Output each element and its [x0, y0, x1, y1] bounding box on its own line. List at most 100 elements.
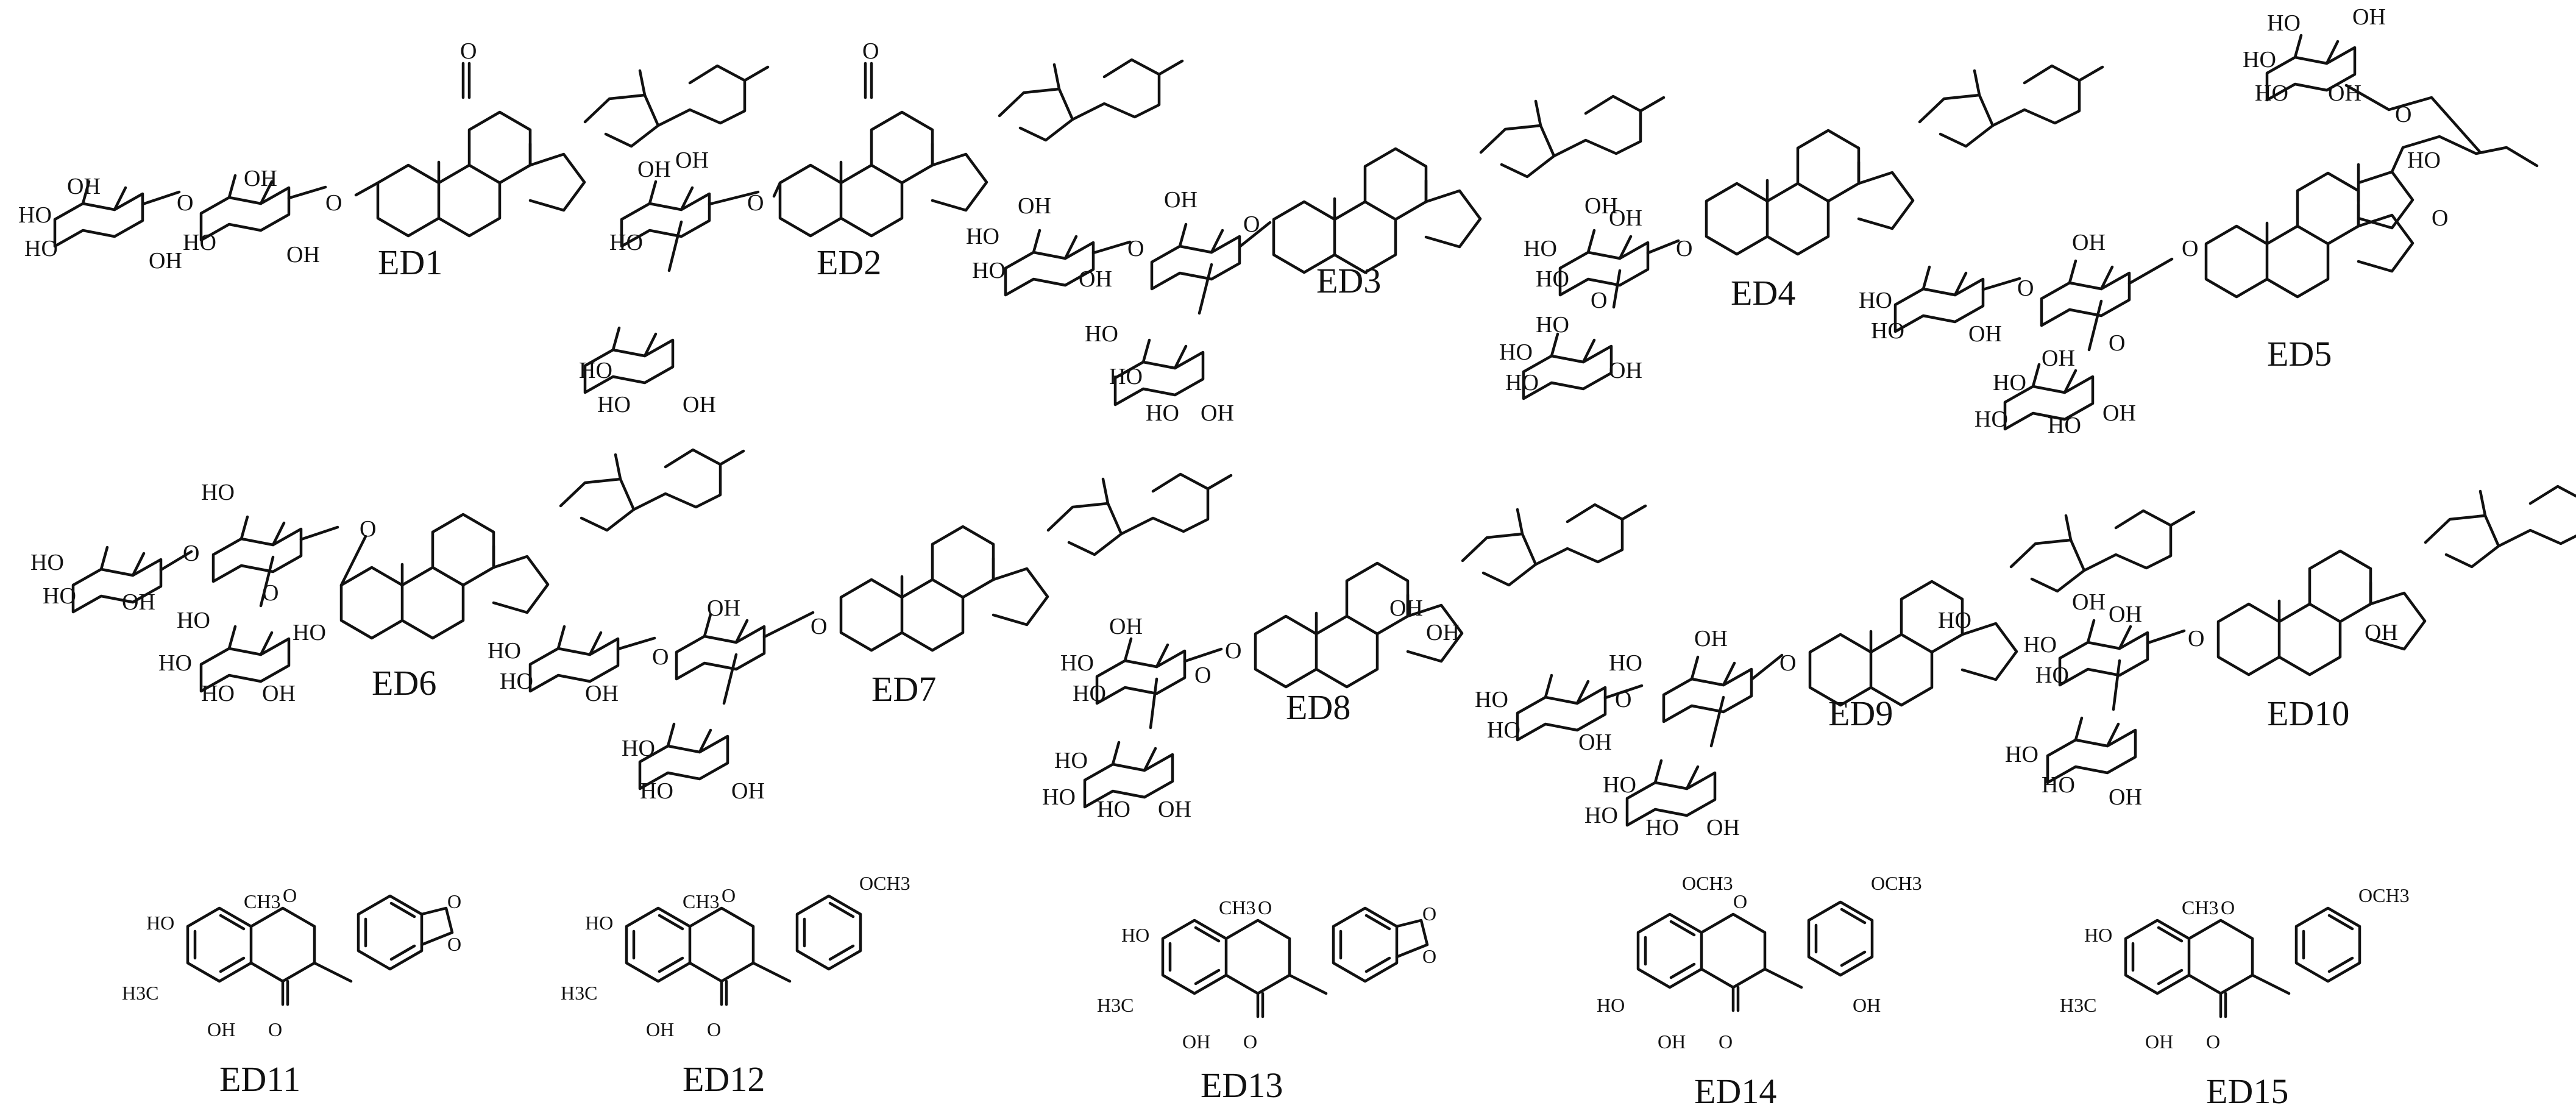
- compound-ed15: OCH3 CH3 HO H3C OH O O ED15: [2060, 884, 2410, 1111]
- ed4-atom-oh-3: OH: [1609, 358, 1642, 383]
- ed9-atom-ho-6: HO: [1584, 803, 1618, 828]
- ed5-atom-oh-3: OH: [1968, 321, 2002, 347]
- ed5-atom-ho-8: HO: [1975, 407, 2008, 432]
- ed13-atom-ho: HO: [1121, 924, 1149, 946]
- compound-ed2: O OH OH HO O HO HO OH ED2: [579, 38, 1182, 417]
- ed11-label: ED11: [219, 1059, 300, 1099]
- ed7-atom-ho-3: HO: [622, 736, 655, 761]
- ed7-atom-ho-4: HO: [640, 778, 673, 804]
- ed3-atom-oh-3: OH: [1164, 187, 1198, 213]
- ed2-atom-oh-2: OH: [675, 147, 709, 173]
- ed1-atom-o-3: O: [325, 190, 342, 216]
- ed1-atom-oh-3: OH: [244, 166, 277, 191]
- ed9-atom-ho: HO: [1475, 687, 1508, 712]
- ed5-atom-oh: OH: [2352, 4, 2386, 30]
- ed5-atom-ho: HO: [2267, 10, 2301, 36]
- ed4-atom-ho: HO: [1524, 236, 1557, 261]
- ed8-atom-oh-4: OH: [1158, 797, 1191, 822]
- ed4-label: ED4: [1731, 273, 1795, 313]
- ed5-atom-ho-2: HO: [2243, 47, 2276, 73]
- ed7-atom-o: O: [652, 644, 669, 670]
- ed9-atom-ho-5: HO: [1603, 772, 1636, 798]
- compound-ed10: OH HO HO OH O OH HO HO OH ED10: [2005, 486, 2576, 810]
- ed2-atom-ho-3: HO: [597, 392, 631, 417]
- ed4-atom-ho-2: HO: [1536, 266, 1569, 292]
- ed10-atom-oh-3: OH: [2365, 620, 2398, 645]
- ed3-atom-o-2: O: [1243, 211, 1260, 237]
- ed8-atom-ho: HO: [1060, 650, 1094, 676]
- ed10-atom-ho-3: HO: [2005, 742, 2038, 767]
- ed11-atom-ho: HO: [146, 912, 174, 934]
- ed13-atom-o: O: [1422, 903, 1436, 925]
- ed6-atom-ho: HO: [30, 550, 64, 575]
- ed3-atom-oh: OH: [1018, 193, 1051, 219]
- ed7-atom-oh-2: OH: [707, 595, 740, 621]
- ed10-atom-ho-2: HO: [2035, 663, 2069, 688]
- ed5-atom-ho-4: HO: [2407, 147, 2441, 173]
- ed14-atom-och3-2: OCH3: [1682, 872, 1733, 894]
- ed14-atom-ho: HO: [1597, 994, 1625, 1016]
- ed8-atom-oh: OH: [1109, 614, 1143, 639]
- ed11-atom-oh: OH: [207, 1018, 235, 1040]
- ed11-atom-o-4: O: [283, 884, 297, 906]
- ed7-atom-oh: OH: [585, 681, 619, 706]
- ed6-atom-o: O: [183, 541, 199, 566]
- ed12-atom-oh: OH: [646, 1018, 674, 1040]
- ed8-atom-ho-5: HO: [1097, 797, 1130, 822]
- ed6-atom-ho-7: HO: [201, 681, 235, 706]
- ed1-atom-oh-2: OH: [149, 248, 182, 274]
- ed13-label: ED13: [1201, 1065, 1283, 1105]
- ed2-atom-o: O: [862, 38, 879, 64]
- ed1-atom-ho-3: HO: [183, 230, 216, 255]
- compound-ed11: O O CH3 HO H3C OH O O ED11: [122, 884, 461, 1099]
- ed5-atom-o-4: O: [2182, 236, 2198, 261]
- ed4-atom-oh-2: OH: [1609, 205, 1642, 231]
- ed4-atom-ho-3: HO: [1536, 312, 1569, 338]
- ed11-atom-h3c: H3C: [122, 982, 158, 1004]
- compound-ed4: OH HO HO OH O O HO HO HO OH ED4: [1499, 66, 2102, 399]
- ed3-atom-ho: HO: [966, 224, 999, 249]
- ed12-atom-h3c: H3C: [561, 982, 597, 1004]
- ed4-atom-o: O: [1676, 236, 1692, 261]
- ed1-atom-oh: OH: [67, 174, 101, 199]
- ed6-atom-oh-2: OH: [262, 681, 296, 706]
- ed9-atom-ho-4: HO: [1938, 608, 1971, 633]
- ed12-atom-ch3: CH3: [683, 890, 719, 912]
- ed4-atom-ho-4: HO: [1499, 339, 1533, 365]
- ed6-atom-ho-2: HO: [43, 583, 76, 609]
- ed6-atom-o-2: O: [360, 516, 376, 542]
- ed2-atom-ho: HO: [609, 230, 643, 255]
- compound-ed6: HO HO OH O HO O O HO HO HO HO OH ED6: [30, 450, 743, 706]
- ed3-atom-ho-4: HO: [1109, 364, 1143, 389]
- ed15-atom-ho: HO: [2084, 924, 2112, 946]
- ed12-atom-och3: OCH3: [859, 872, 910, 894]
- compound-ed5: OH HO HO HO OH O HO O HO HO OH O OH O O …: [1859, 4, 2539, 438]
- ed8-atom-ho-3: HO: [1054, 748, 1088, 773]
- ed13-atom-o-2: O: [1422, 945, 1436, 967]
- compound-ed3: OH HO HO OH O OH O HO HO HO OH ED3: [966, 96, 1664, 426]
- ed1-atom-ho-2: HO: [24, 236, 58, 261]
- ed10-atom-ho: HO: [2023, 632, 2057, 658]
- ed15-atom-och3: OCH3: [2358, 884, 2410, 906]
- ed9-atom-o-2: O: [1779, 650, 1796, 676]
- ed14-atom-o-2: O: [1733, 890, 1747, 912]
- ed6-label: ED6: [372, 663, 436, 703]
- compound-ed7: HO HO OH O OH O HO HO OH ED7: [488, 474, 1231, 804]
- ed5-atom-o: O: [2395, 102, 2411, 127]
- ed15-label: ED15: [2206, 1071, 2288, 1111]
- ed11-atom-ch3: CH3: [244, 890, 280, 912]
- ed5-atom-ho-6: HO: [1871, 318, 1904, 344]
- ed9-atom-ho-2: HO: [1487, 717, 1520, 743]
- ed8-atom-ho-4: HO: [1042, 784, 1076, 810]
- ed12-atom-ho: HO: [585, 912, 613, 934]
- ed10-atom-oh: OH: [2072, 589, 2106, 615]
- ed9-atom-ho-7: HO: [1645, 815, 1679, 840]
- ed13-atom-o-3: O: [1243, 1031, 1257, 1053]
- ed15-atom-ch3: CH3: [2182, 897, 2218, 918]
- ed14-atom-oh-2: OH: [1853, 994, 1881, 1016]
- ed3-atom-ho-3: HO: [1085, 321, 1118, 347]
- ed9-atom-oh: OH: [1578, 730, 1612, 755]
- ed8-atom-ho-2: HO: [1073, 681, 1106, 706]
- ed5-atom-ho-9: HO: [2048, 413, 2081, 438]
- ed5-atom-o-2: O: [2432, 205, 2448, 231]
